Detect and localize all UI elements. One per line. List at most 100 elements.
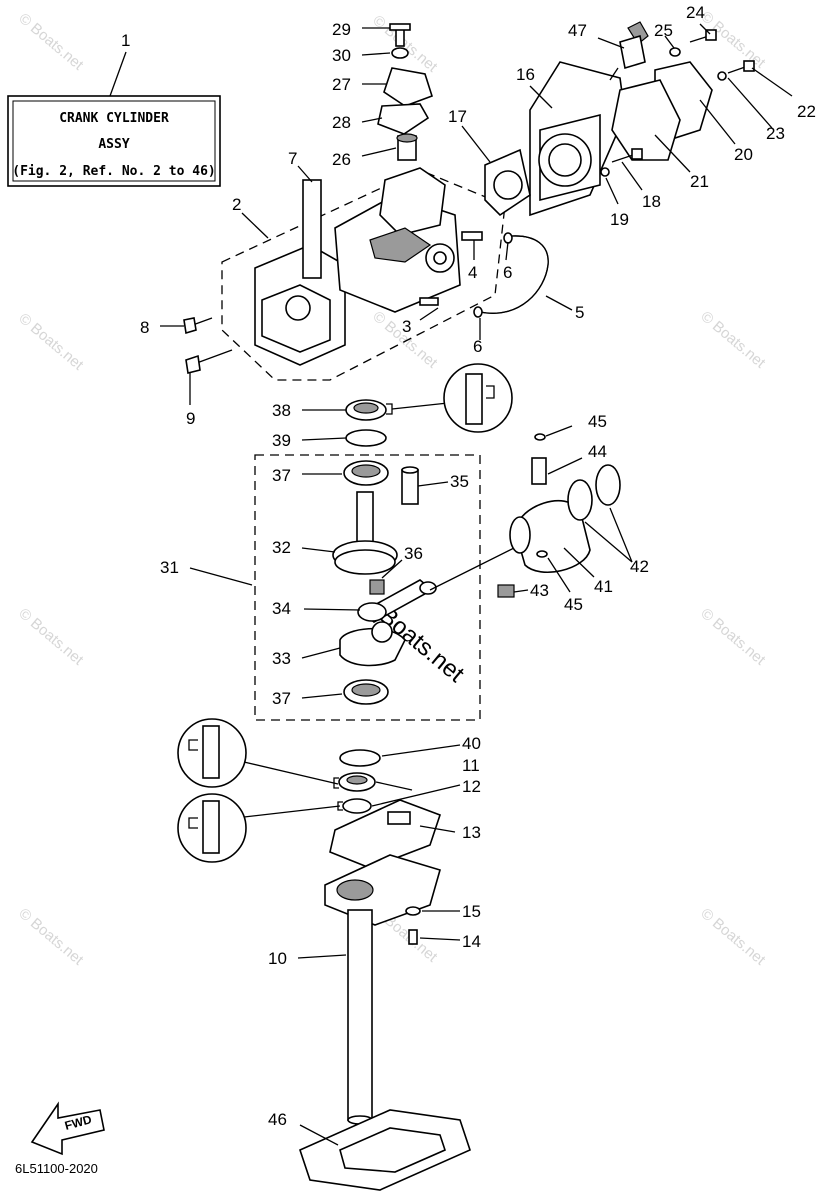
callout-16: 16 bbox=[516, 65, 535, 84]
callout-27: 27 bbox=[332, 75, 351, 94]
callout-25: 25 bbox=[654, 21, 673, 40]
gasket-13 bbox=[329, 799, 442, 869]
bolts bbox=[183, 23, 755, 374]
callout-42: 42 bbox=[630, 557, 649, 576]
callout-30: 30 bbox=[332, 46, 351, 65]
callout-18: 18 bbox=[642, 192, 661, 211]
callout-44: 44 bbox=[588, 442, 607, 461]
crankcase-left bbox=[254, 179, 346, 366]
washer-15 bbox=[405, 906, 421, 916]
thermostat-cover bbox=[377, 67, 433, 161]
lower-group bbox=[177, 718, 471, 1191]
bearing-37-bottom bbox=[343, 679, 389, 705]
callout-34: 34 bbox=[272, 599, 291, 618]
cylinder-head bbox=[484, 61, 626, 217]
callout-7: 7 bbox=[288, 149, 297, 168]
callout-22: 22 bbox=[797, 102, 816, 121]
watermark-text: © Boats.net bbox=[15, 10, 87, 74]
callout-28: 28 bbox=[332, 113, 351, 132]
fwd-label: FWD bbox=[63, 1112, 93, 1133]
watermark-text: © Boats.net bbox=[369, 12, 441, 76]
callout-11: 11 bbox=[462, 756, 480, 775]
cylinder-block bbox=[334, 167, 461, 313]
doc-id: 6L51100-2020 bbox=[15, 1161, 98, 1176]
callout-17: 17 bbox=[448, 107, 467, 126]
title-box-inner-frame bbox=[12, 100, 216, 182]
oil-seal-11 bbox=[333, 772, 376, 792]
callout-46: 46 bbox=[268, 1110, 287, 1129]
callout-37: 37 bbox=[272, 689, 291, 708]
bolt-14 bbox=[408, 929, 418, 945]
callout-39: 39 bbox=[272, 431, 291, 450]
crank-pin-35 bbox=[401, 466, 419, 505]
callout-36: 36 bbox=[404, 544, 423, 563]
callout-10: 10 bbox=[268, 949, 287, 968]
callout-45: 45 bbox=[564, 595, 583, 614]
crankcase-assembly bbox=[183, 21, 755, 381]
exhaust-guide bbox=[324, 854, 441, 1125]
title-box: 1 CRANK CYLINDER ASSY (Fig. 2, Ref. No. … bbox=[7, 31, 221, 187]
callout-19: 19 bbox=[610, 210, 629, 229]
title-line-2: ASSY bbox=[98, 137, 129, 152]
washers bbox=[391, 47, 727, 177]
connecting-rod bbox=[357, 579, 437, 623]
watermark-text: © Boats.net bbox=[15, 605, 87, 669]
title-line-1: CRANK CYLINDER bbox=[59, 111, 169, 126]
callout-35: 35 bbox=[450, 472, 469, 491]
watermark-text: © Boats.net bbox=[697, 905, 769, 969]
callout-4: 4 bbox=[468, 263, 477, 282]
callout-38: 38 bbox=[272, 401, 291, 420]
piston-set bbox=[429, 433, 621, 598]
callout-29: 29 bbox=[332, 20, 351, 39]
exhaust-cover bbox=[611, 61, 713, 161]
callout-23: 23 bbox=[766, 124, 785, 143]
leader-line bbox=[109, 51, 127, 97]
crankshaft-upper bbox=[332, 491, 398, 575]
spark-plug bbox=[609, 21, 649, 81]
callout-37: 37 bbox=[272, 466, 291, 485]
callout-40: 40 bbox=[462, 734, 481, 753]
watermark-text: © Boats.net bbox=[15, 905, 87, 969]
title-line-3: (Fig. 2, Ref. No. 2 to 46) bbox=[12, 164, 216, 179]
shim-40 bbox=[339, 749, 381, 767]
callout-41: 41 bbox=[594, 577, 613, 596]
crankcase-dashed-outline bbox=[221, 169, 506, 381]
callout-15: 15 bbox=[462, 902, 481, 921]
callout-numbers: 2 3 4 5 6 6 7 8 9 10 11 12 13 14 15 16 1… bbox=[140, 3, 816, 1129]
callout-31: 31 bbox=[160, 558, 179, 577]
callout-8: 8 bbox=[140, 318, 149, 337]
fwd-arrow: FWD bbox=[30, 1101, 105, 1156]
seal-detail-upper bbox=[177, 718, 339, 788]
crankshaft-dashed-box bbox=[254, 454, 481, 721]
callout-12: 12 bbox=[462, 777, 481, 796]
shim-39 bbox=[345, 429, 387, 447]
watermark-text: © Boats.net bbox=[15, 310, 87, 374]
oil-seal-12 bbox=[337, 798, 372, 814]
callout-1: 1 bbox=[121, 31, 130, 50]
bearing-38 bbox=[345, 363, 513, 433]
callout-24: 24 bbox=[686, 3, 705, 22]
callout-9: 9 bbox=[186, 409, 195, 428]
callout-26: 26 bbox=[332, 150, 351, 169]
crankshaft-lower bbox=[339, 621, 406, 667]
callout-14: 14 bbox=[462, 932, 481, 951]
callout-2: 2 bbox=[232, 195, 241, 214]
callout-3: 3 bbox=[402, 317, 411, 336]
callout-43: 43 bbox=[530, 581, 549, 600]
callout-5: 5 bbox=[575, 303, 584, 322]
callout-6: 6 bbox=[473, 337, 482, 356]
bearing-37-top bbox=[343, 460, 389, 486]
callout-33: 33 bbox=[272, 649, 291, 668]
callout-47: 47 bbox=[568, 21, 587, 40]
callout-6: 6 bbox=[503, 263, 512, 282]
seal-detail-lower bbox=[177, 793, 341, 863]
callout-45: 45 bbox=[588, 412, 607, 431]
title-box-frame bbox=[7, 95, 221, 187]
callout-32: 32 bbox=[272, 538, 291, 557]
watermark-text: © Boats.net bbox=[697, 605, 769, 669]
callout-21: 21 bbox=[690, 172, 709, 191]
hose-and-fittings bbox=[419, 231, 549, 318]
watermark-text: © Boats.net bbox=[697, 308, 769, 372]
callout-20: 20 bbox=[734, 145, 753, 164]
